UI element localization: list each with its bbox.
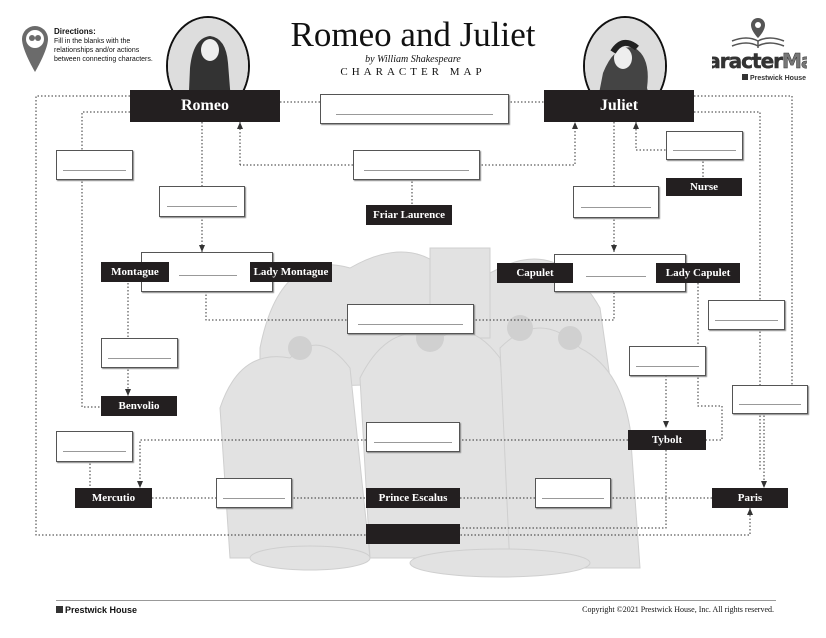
character-lady-montague: Lady Montague	[250, 262, 332, 282]
romeo-montague-blank[interactable]	[159, 186, 245, 217]
page-title: Romeo and Juliet	[290, 15, 536, 54]
capulet-tybolt-blank[interactable]	[629, 346, 706, 376]
montague-marriage-blank[interactable]	[173, 262, 243, 282]
character-mercutio: Mercutio	[75, 488, 152, 508]
character-montague: Montague	[101, 262, 169, 282]
tybolt-mercutio-blank[interactable]	[366, 422, 460, 452]
location-pin-icon	[20, 24, 50, 79]
svg-text:Prestwick House: Prestwick House	[750, 75, 806, 82]
character-lady-capulet: Lady Capulet	[656, 263, 740, 283]
page-subtitle: by William Shakespeare	[365, 54, 461, 65]
svg-text:CharacterMaps: CharacterMaps	[712, 49, 807, 73]
directions-text: Fill in the blanks with the relationship…	[54, 38, 153, 63]
capulet-marriage-blank[interactable]	[580, 263, 652, 283]
romeo-juliet-relation-blank[interactable]	[320, 94, 509, 124]
character-nurse: Nurse	[666, 178, 742, 196]
unlabeled-character-box	[366, 524, 460, 544]
friar-relation-blank[interactable]	[353, 150, 480, 180]
background-illustration	[219, 247, 641, 578]
house-icon	[56, 606, 63, 613]
character-friar-laurence: Friar Laurence	[366, 205, 452, 225]
romeo-mercutio-blank[interactable]	[56, 431, 133, 462]
feud-relation-blank[interactable]	[347, 304, 474, 334]
character-benvolio: Benvolio	[101, 396, 177, 416]
juliet-paris-blank[interactable]	[708, 300, 785, 330]
capulet-paris-blank[interactable]	[732, 385, 808, 414]
character-juliet: Juliet	[544, 90, 694, 122]
footer-divider	[56, 600, 776, 601]
character-tybolt: Tybolt	[628, 430, 706, 450]
character-romeo: Romeo	[130, 90, 280, 122]
house-icon	[742, 74, 748, 80]
book-icon	[731, 37, 785, 48]
nurse-relation-blank[interactable]	[666, 131, 743, 160]
prince-paris-blank[interactable]	[535, 478, 611, 508]
character-maps-logo: CharacterMaps Prestwick House	[680, 16, 826, 96]
directions-heading: Directions:	[54, 27, 96, 36]
footer-copyright: Copyright ©2021 Prestwick House, Inc. Al…	[582, 605, 774, 614]
directions: Directions: Fill in the blanks with the …	[54, 27, 164, 64]
character-prince-escalus: Prince Escalus	[366, 488, 460, 508]
montague-benvolio-blank[interactable]	[101, 338, 178, 368]
mercutio-prince-blank[interactable]	[216, 478, 292, 508]
character-capulet: Capulet	[497, 263, 573, 283]
map-label: Character Map	[340, 66, 486, 78]
romeo-left-blank[interactable]	[56, 150, 133, 180]
footer-publisher: Prestwick House	[56, 605, 137, 615]
juliet-capulet-blank[interactable]	[573, 186, 659, 218]
character-paris: Paris	[712, 488, 788, 508]
